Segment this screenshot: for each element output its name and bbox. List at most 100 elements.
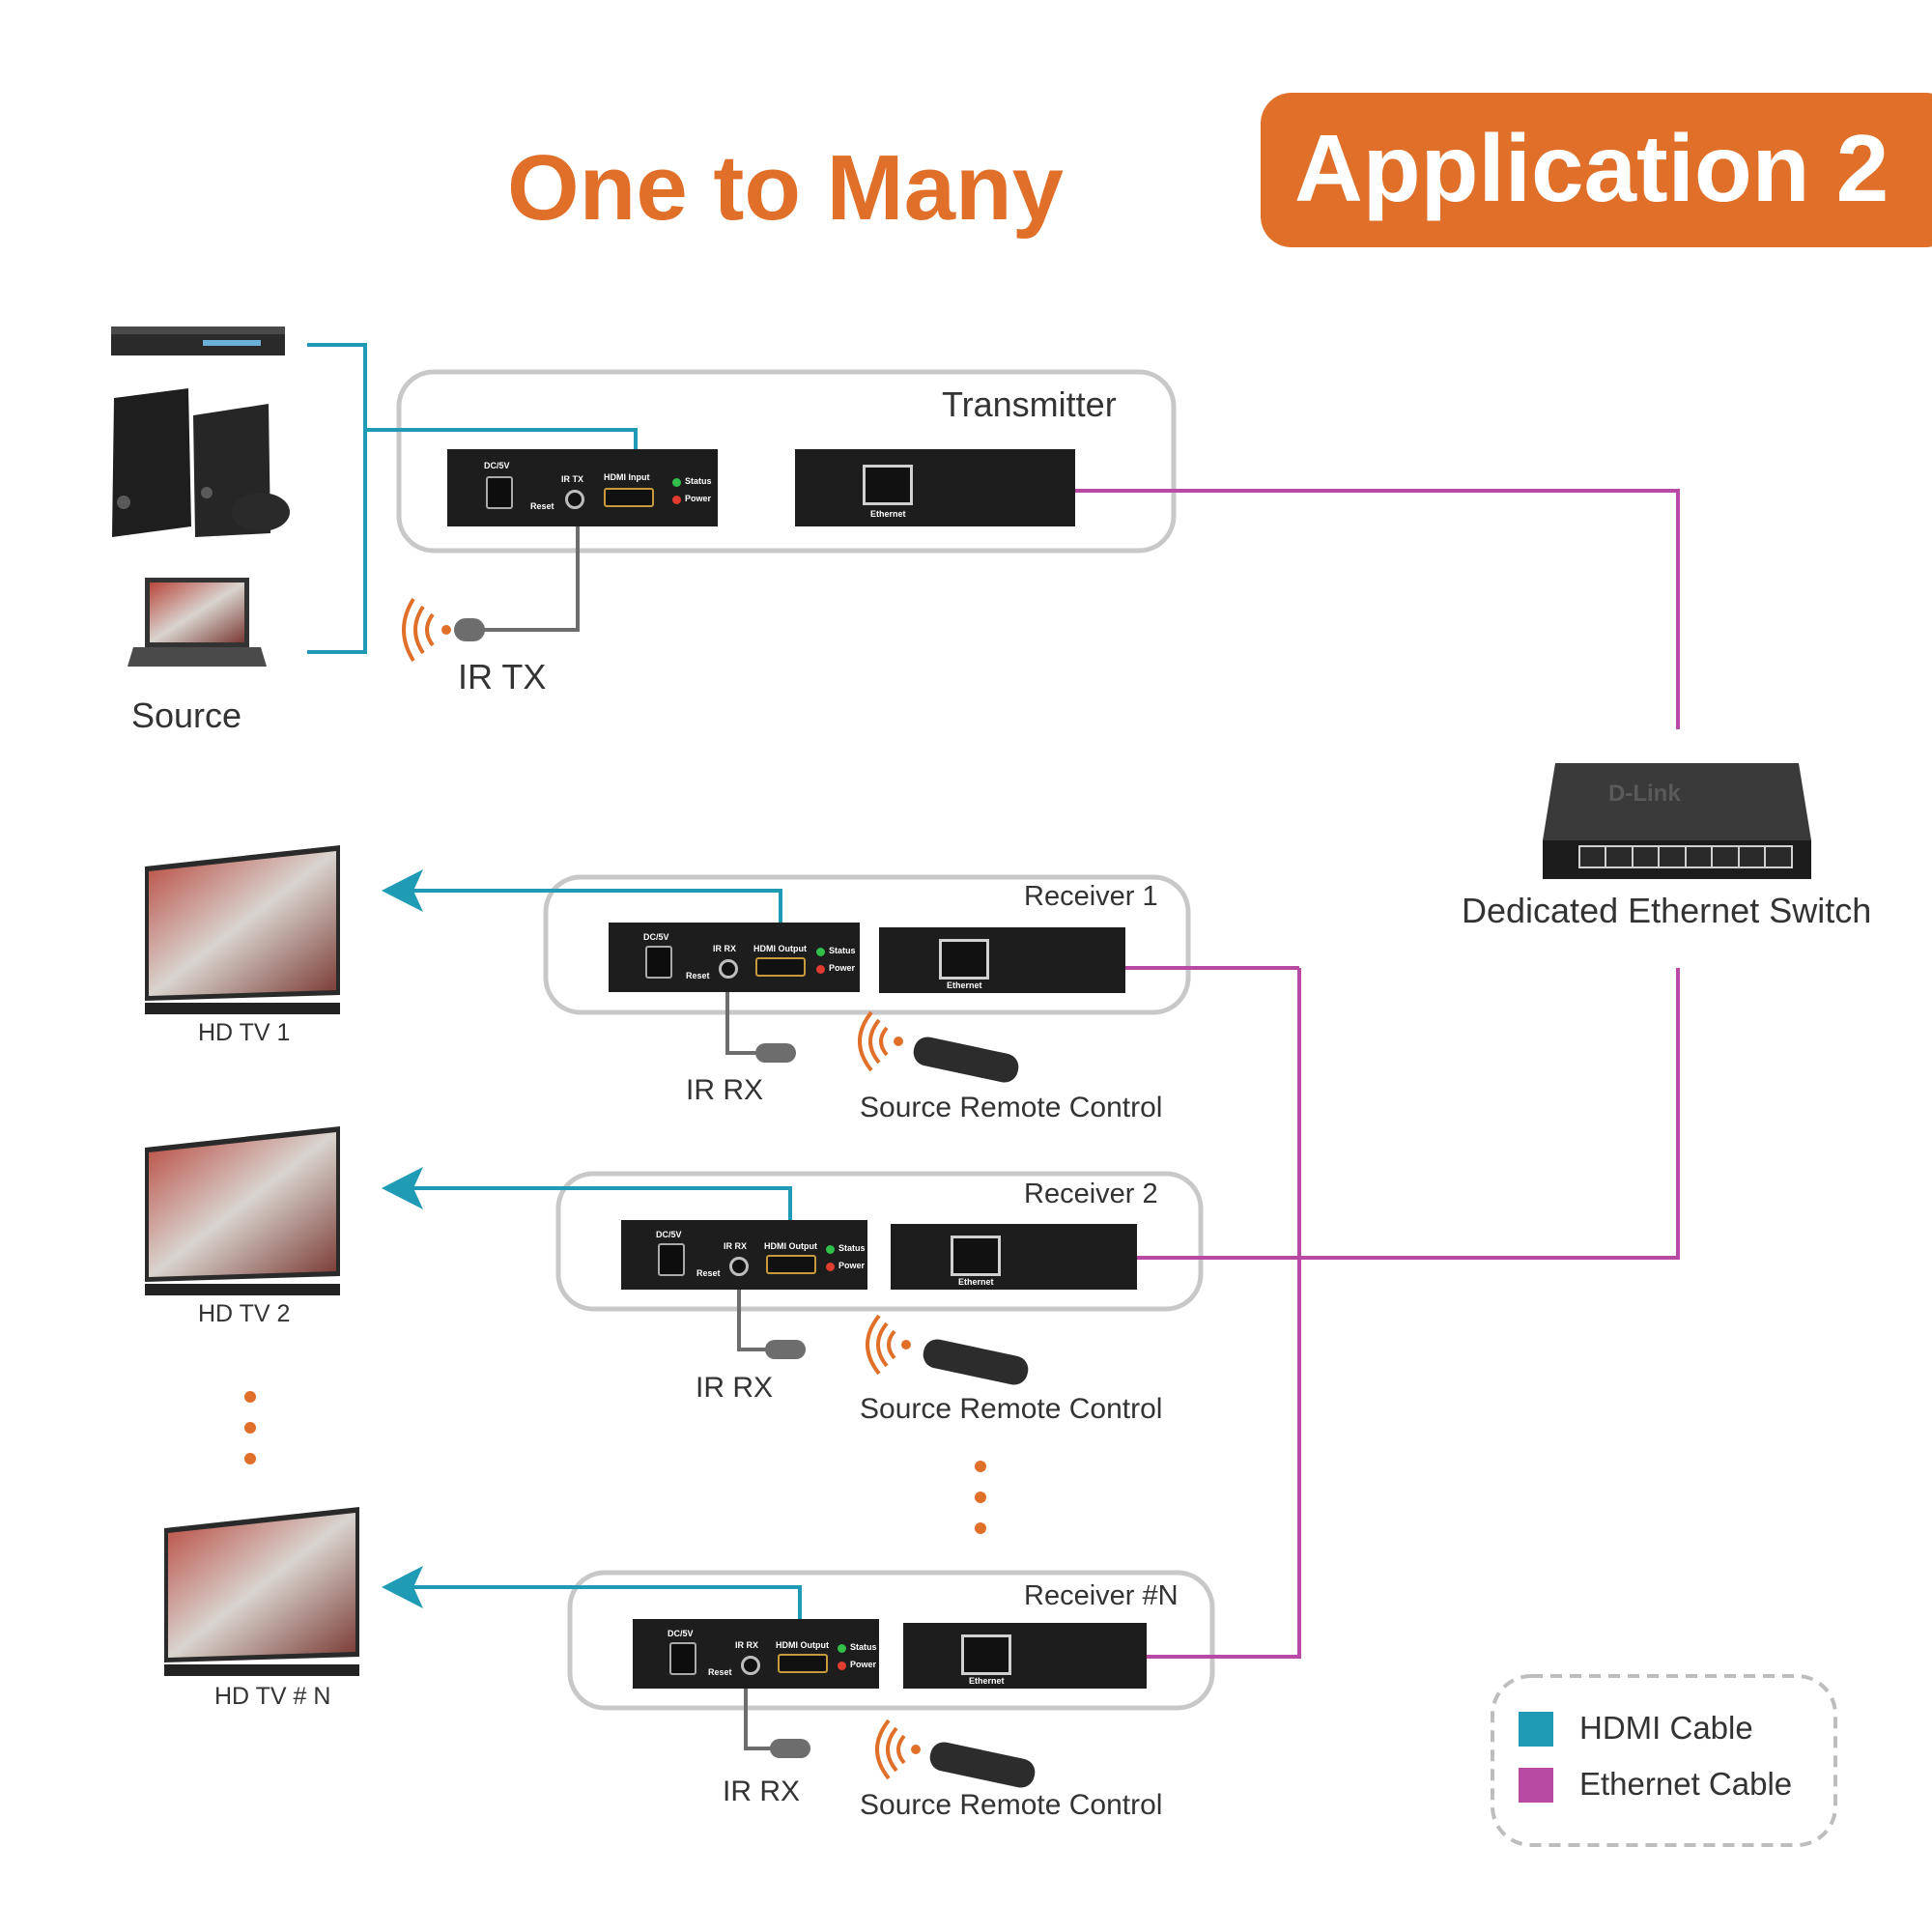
hdmi-port (755, 957, 806, 977)
transmitter-front-panel: DC/5V Reset IR TX HDMI Input Status Powe… (447, 449, 718, 526)
port-label-reset: Reset (696, 1268, 721, 1278)
ethernet-port (961, 1634, 1011, 1675)
ir-rx1-sensor (755, 1043, 796, 1063)
ethernet-switch (1543, 763, 1811, 879)
port-label-reset: Reset (708, 1667, 732, 1677)
ethernet-port (939, 939, 989, 980)
port-label-reset: Reset (686, 971, 710, 980)
dc-power-jack (486, 476, 513, 509)
port-label-ir: IR TX (561, 474, 584, 484)
remote-control-2 (866, 1314, 1029, 1385)
status-led (672, 478, 681, 487)
legend-swatch-ethernet (1519, 1768, 1553, 1803)
receiver-n-ir-label: IR RX (723, 1776, 801, 1807)
port-label-status: Status (685, 476, 712, 486)
legend-frame (1491, 1674, 1837, 1847)
remote-control-n (875, 1719, 1036, 1788)
port-label-ethernet: Ethernet (947, 980, 982, 990)
ir-tx-label: IR TX (458, 657, 547, 696)
source-label: Source (131, 696, 242, 735)
port-label-status: Status (829, 946, 856, 955)
dc-power-jack (645, 946, 672, 979)
port-label-ir: IR RX (735, 1640, 759, 1650)
status-led (826, 1245, 835, 1254)
transmitter-rear-panel: Ethernet (795, 449, 1075, 526)
ir-rxn-cable (744, 1662, 778, 1750)
ir-jack (741, 1656, 760, 1675)
dc-power-jack (669, 1642, 696, 1675)
port-label-power: Power (829, 963, 856, 973)
hdmi-port (778, 1654, 828, 1673)
port-label-dc: DC/5V (656, 1230, 682, 1239)
receiver-n-label: Receiver #N (1024, 1580, 1179, 1611)
bluray-player (111, 327, 285, 355)
ir-rxn-sensor (770, 1739, 810, 1758)
status-led (816, 948, 825, 956)
hd-tv-n-label: HD TV # N (214, 1683, 331, 1710)
port-label-dc: DC/5V (668, 1629, 694, 1638)
port-label-power: Power (850, 1660, 877, 1669)
hd-tv-1 (145, 845, 340, 1014)
power-led (672, 496, 681, 504)
legend-hdmi-label: HDMI Cable (1579, 1710, 1753, 1746)
ir-rx1-cable (725, 966, 763, 1055)
hdmi-port (604, 488, 654, 507)
port-label-hdmi: HDMI Output (776, 1640, 829, 1650)
receiver-n-rear-panel: Ethernet (903, 1623, 1147, 1689)
port-label-power: Power (838, 1261, 866, 1270)
ellipsis-dot (244, 1422, 256, 1434)
transmitter-label: Transmitter (942, 384, 1117, 424)
page-title: One to Many (507, 136, 1065, 240)
receiver-2-ir-label: IR RX (696, 1372, 774, 1404)
transmitter-frame (396, 369, 1177, 554)
status-led (838, 1644, 846, 1653)
receiver-2-remote-label: Source Remote Control (860, 1393, 1163, 1425)
ellipsis-dot (975, 1522, 986, 1534)
hd-tv-1-label: HD TV 1 (198, 1019, 291, 1046)
ellipsis-dot (975, 1461, 986, 1472)
laptop (128, 578, 267, 667)
ethernet-cable-tx (908, 489, 1680, 729)
ir-tx-cable (483, 502, 580, 632)
receiver-1-remote-label: Source Remote Control (860, 1092, 1163, 1123)
power-led (816, 965, 825, 974)
receiver-2-frame (555, 1171, 1204, 1312)
port-label-hdmi: HDMI Output (753, 944, 807, 953)
receiver-n-frame (567, 1570, 1215, 1711)
port-label-ethernet: Ethernet (870, 509, 906, 519)
receiver-1-ir-label: IR RX (686, 1074, 764, 1106)
port-label-hdmi: HDMI Output (764, 1241, 817, 1251)
hdmi-arrow-rx1 (382, 869, 423, 912)
ir-tx-emitter (454, 618, 485, 641)
game-console (112, 388, 290, 537)
ir-jack (729, 1257, 749, 1276)
hd-tv-2 (145, 1126, 340, 1295)
remote-control-1 (858, 1010, 1019, 1083)
power-led (826, 1263, 835, 1271)
application-banner (1261, 93, 1932, 247)
port-label-dc: DC/5V (643, 932, 669, 942)
receiver-n-remote-label: Source Remote Control (860, 1789, 1163, 1821)
port-label-ethernet: Ethernet (969, 1676, 1005, 1686)
hdmi-arrow-rxn (382, 1566, 423, 1608)
port-label-ir: IR RX (724, 1241, 748, 1251)
ir-rx2-sensor (765, 1340, 806, 1359)
legend-ethernet-label: Ethernet Cable (1579, 1766, 1793, 1802)
receiver-1-front-panel: DC/5V Reset IR RX HDMI Output Status Pow… (609, 923, 860, 992)
ellipsis-dot (975, 1492, 986, 1503)
ir-jack (565, 490, 584, 509)
power-led (838, 1662, 846, 1670)
ethernet-cable-switch (990, 966, 1680, 1659)
hdmi-port (766, 1255, 816, 1274)
receiver-1-frame (543, 874, 1191, 1015)
port-label-reset: Reset (530, 501, 554, 511)
ellipsis-dot (244, 1453, 256, 1464)
switch-brand: D-Link (1608, 781, 1681, 807)
ethernet-port (863, 465, 913, 505)
ethernet-port (951, 1236, 1001, 1276)
receiver-2-label: Receiver 2 (1024, 1179, 1158, 1209)
dc-power-jack (658, 1243, 685, 1276)
port-label-status: Status (838, 1243, 866, 1253)
application-title: Application 2 (1294, 115, 1889, 221)
ellipsis-dot (244, 1391, 256, 1403)
